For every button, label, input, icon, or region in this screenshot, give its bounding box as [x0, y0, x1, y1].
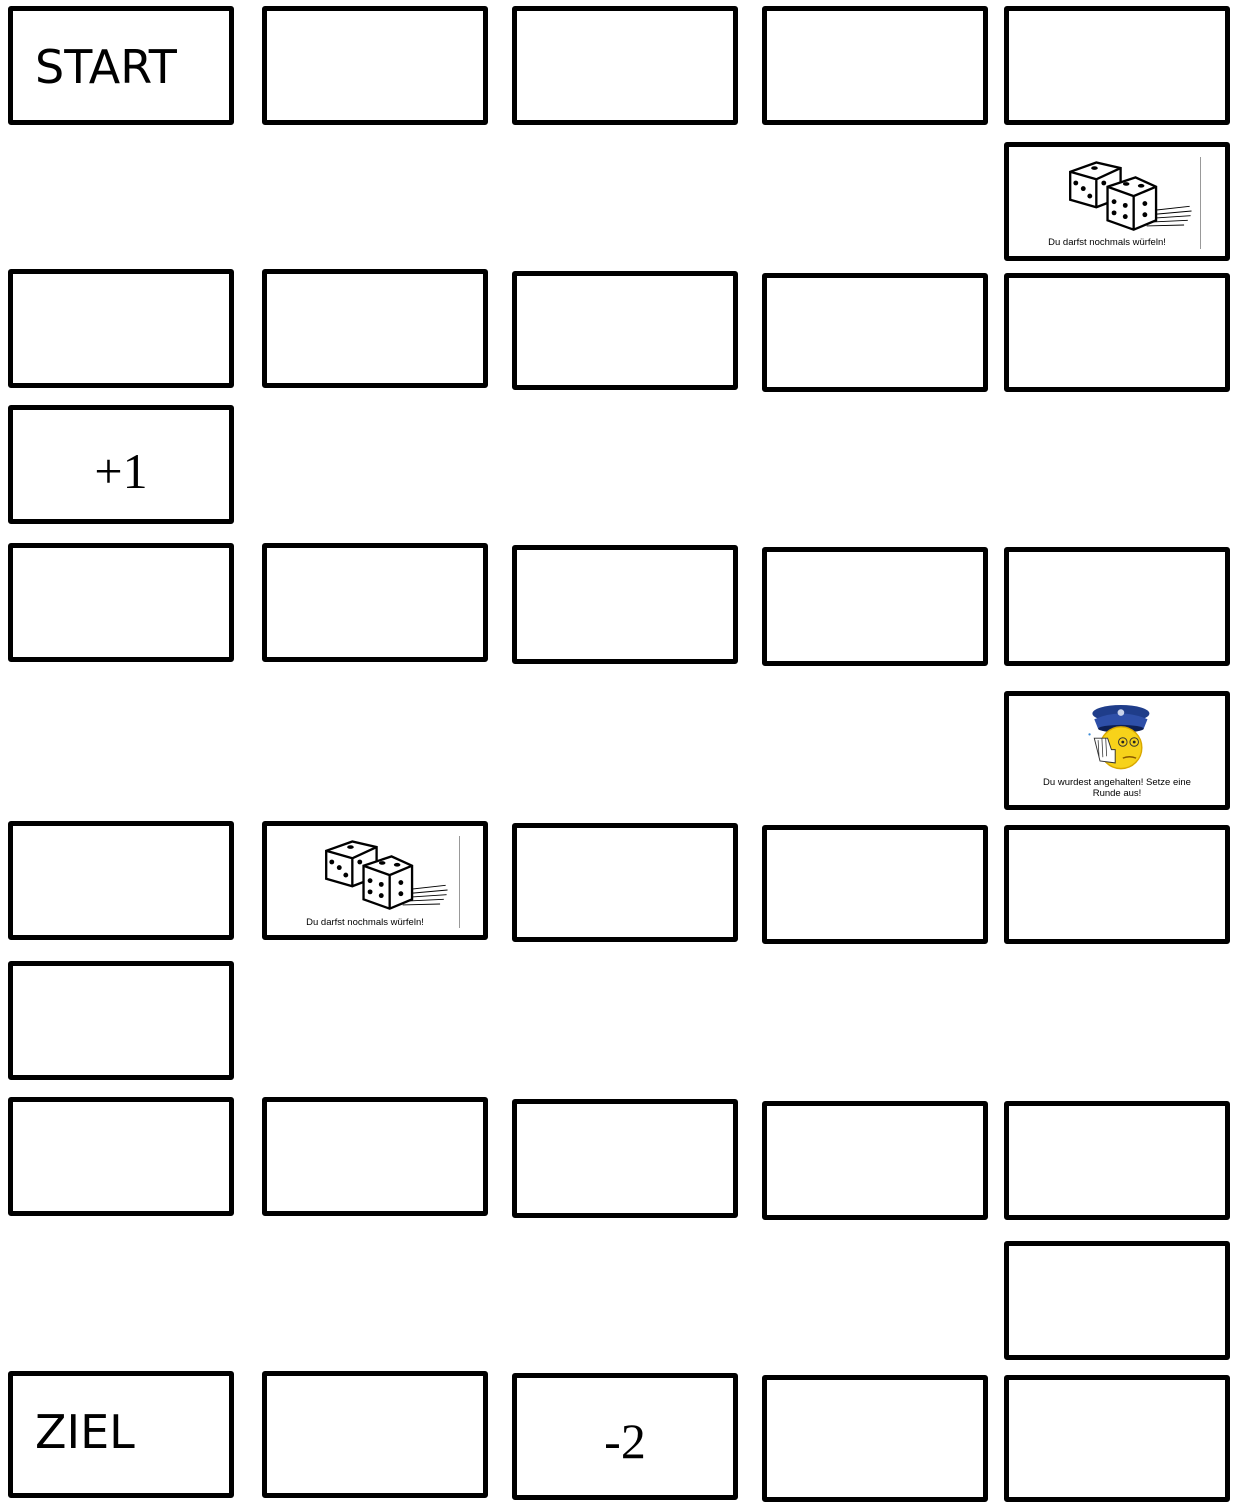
card-divider-line	[1200, 157, 1201, 249]
field-roll-again: Du darfst nochmals würfeln!	[1004, 142, 1230, 261]
minus-two-label: -2	[517, 1416, 733, 1466]
field	[8, 961, 234, 1080]
field	[1004, 825, 1230, 944]
roll-again-text: Du darfst nochmals würfeln!	[262, 918, 483, 929]
field-ziel: ZIEL	[8, 1371, 234, 1498]
field	[8, 821, 234, 940]
field	[762, 547, 988, 666]
field	[512, 823, 738, 942]
field	[1004, 1101, 1230, 1220]
field	[762, 1101, 988, 1220]
field	[512, 1099, 738, 1218]
field-skip-turn: Du wurdest angehalten! Setze eine Runde …	[1004, 691, 1230, 810]
dice-icon	[1054, 155, 1204, 239]
skip-turn-text: Du wurdest angehalten! Setze eine Runde …	[1031, 778, 1203, 800]
field	[1004, 547, 1230, 666]
field	[512, 545, 738, 664]
field	[1004, 273, 1230, 392]
field-minus-two: -2	[512, 1373, 738, 1500]
roll-again-text: Du darfst nochmals würfeln!	[1004, 238, 1225, 249]
field	[262, 1097, 488, 1216]
plus-one-label: +1	[13, 446, 229, 496]
field	[1004, 6, 1230, 125]
field	[8, 1097, 234, 1216]
field	[512, 6, 738, 125]
field	[262, 269, 488, 388]
ziel-label: ZIEL	[35, 1409, 135, 1455]
field	[262, 6, 488, 125]
field	[262, 543, 488, 662]
field-plus-one: +1	[8, 405, 234, 524]
field	[762, 825, 988, 944]
field	[1004, 1375, 1230, 1502]
field	[762, 6, 988, 125]
card-divider-line	[459, 836, 460, 928]
field-start: START	[8, 6, 234, 125]
field-roll-again: Du darfst nochmals würfeln!	[262, 821, 488, 940]
field	[8, 269, 234, 388]
field	[512, 271, 738, 390]
start-label: START	[35, 44, 177, 90]
dice-icon	[310, 834, 460, 918]
police-icon	[1069, 704, 1169, 780]
field	[8, 543, 234, 662]
field	[1004, 1241, 1230, 1360]
field	[762, 1375, 988, 1502]
field	[762, 273, 988, 392]
field	[262, 1371, 488, 1498]
